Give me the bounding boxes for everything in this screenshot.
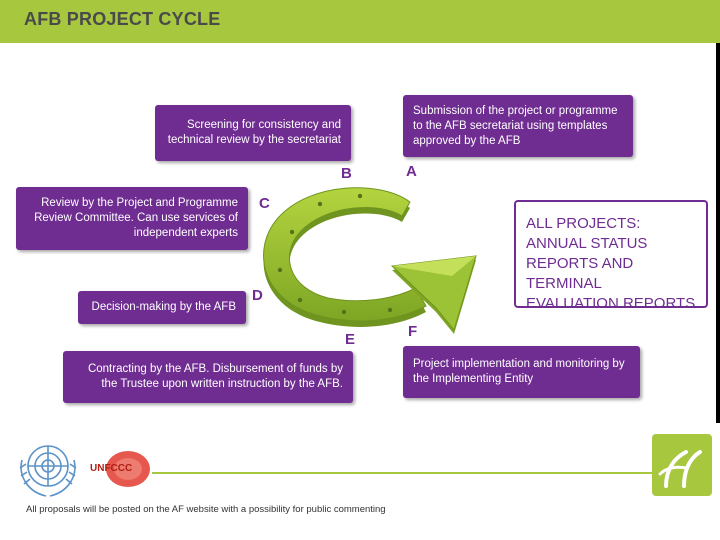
unfccc-logo-icon: UNFCCC: [90, 451, 150, 487]
stage-b-text: Screening for consistency and technical …: [167, 119, 341, 146]
stage-f-letter: F: [408, 323, 418, 340]
adaptation-fund-logo-icon: [652, 434, 712, 496]
curved-arrow-icon: [263, 187, 477, 334]
stage-c-letter: C: [259, 195, 270, 212]
stage-d-box: Decision-making by the AFB: [78, 291, 246, 324]
right-edge-strip: [716, 43, 720, 423]
stage-e-box: Contracting by the AFB. Disbursement of …: [63, 351, 353, 403]
stage-e-letter: E: [345, 331, 356, 348]
stage-b-box: Screening for consistency and technical …: [155, 105, 351, 161]
unfccc-logo-text: UNFCCC: [90, 463, 132, 474]
stage-f-box: Project implementation and monitoring by…: [403, 346, 640, 398]
stage-c-box: Review by the Project and Programme Revi…: [16, 187, 248, 250]
page-title: AFB PROJECT CYCLE: [24, 9, 221, 29]
stage-f-text: Project implementation and monitoring by…: [413, 358, 625, 385]
stage-a-text: Submission of the project or programme t…: [413, 104, 618, 147]
un-emblem-icon: [19, 445, 77, 497]
stage-a-box: Submission of the project or programme t…: [403, 95, 633, 157]
reporting-box: ALL PROJECTS: ANNUAL STATUS REPORTS AND …: [514, 200, 708, 312]
stage-a-letter: A: [406, 163, 417, 180]
stage-e-text: Contracting by the AFB. Disbursement of …: [87, 363, 343, 390]
stage-d-text: Decision-making by the AFB: [91, 301, 236, 313]
stage-b-letter: B: [341, 165, 352, 182]
stage-d-letter: D: [252, 287, 263, 304]
stage-c-text: Review by the Project and Programme Revi…: [34, 197, 238, 239]
header-bar: AFB PROJECT CYCLE: [0, 0, 720, 43]
footer-note: All proposals will be posted on the AF w…: [26, 504, 386, 515]
reporting-text: ALL PROJECTS: ANNUAL STATUS REPORTS AND …: [526, 215, 696, 312]
footer-divider: [152, 472, 652, 474]
